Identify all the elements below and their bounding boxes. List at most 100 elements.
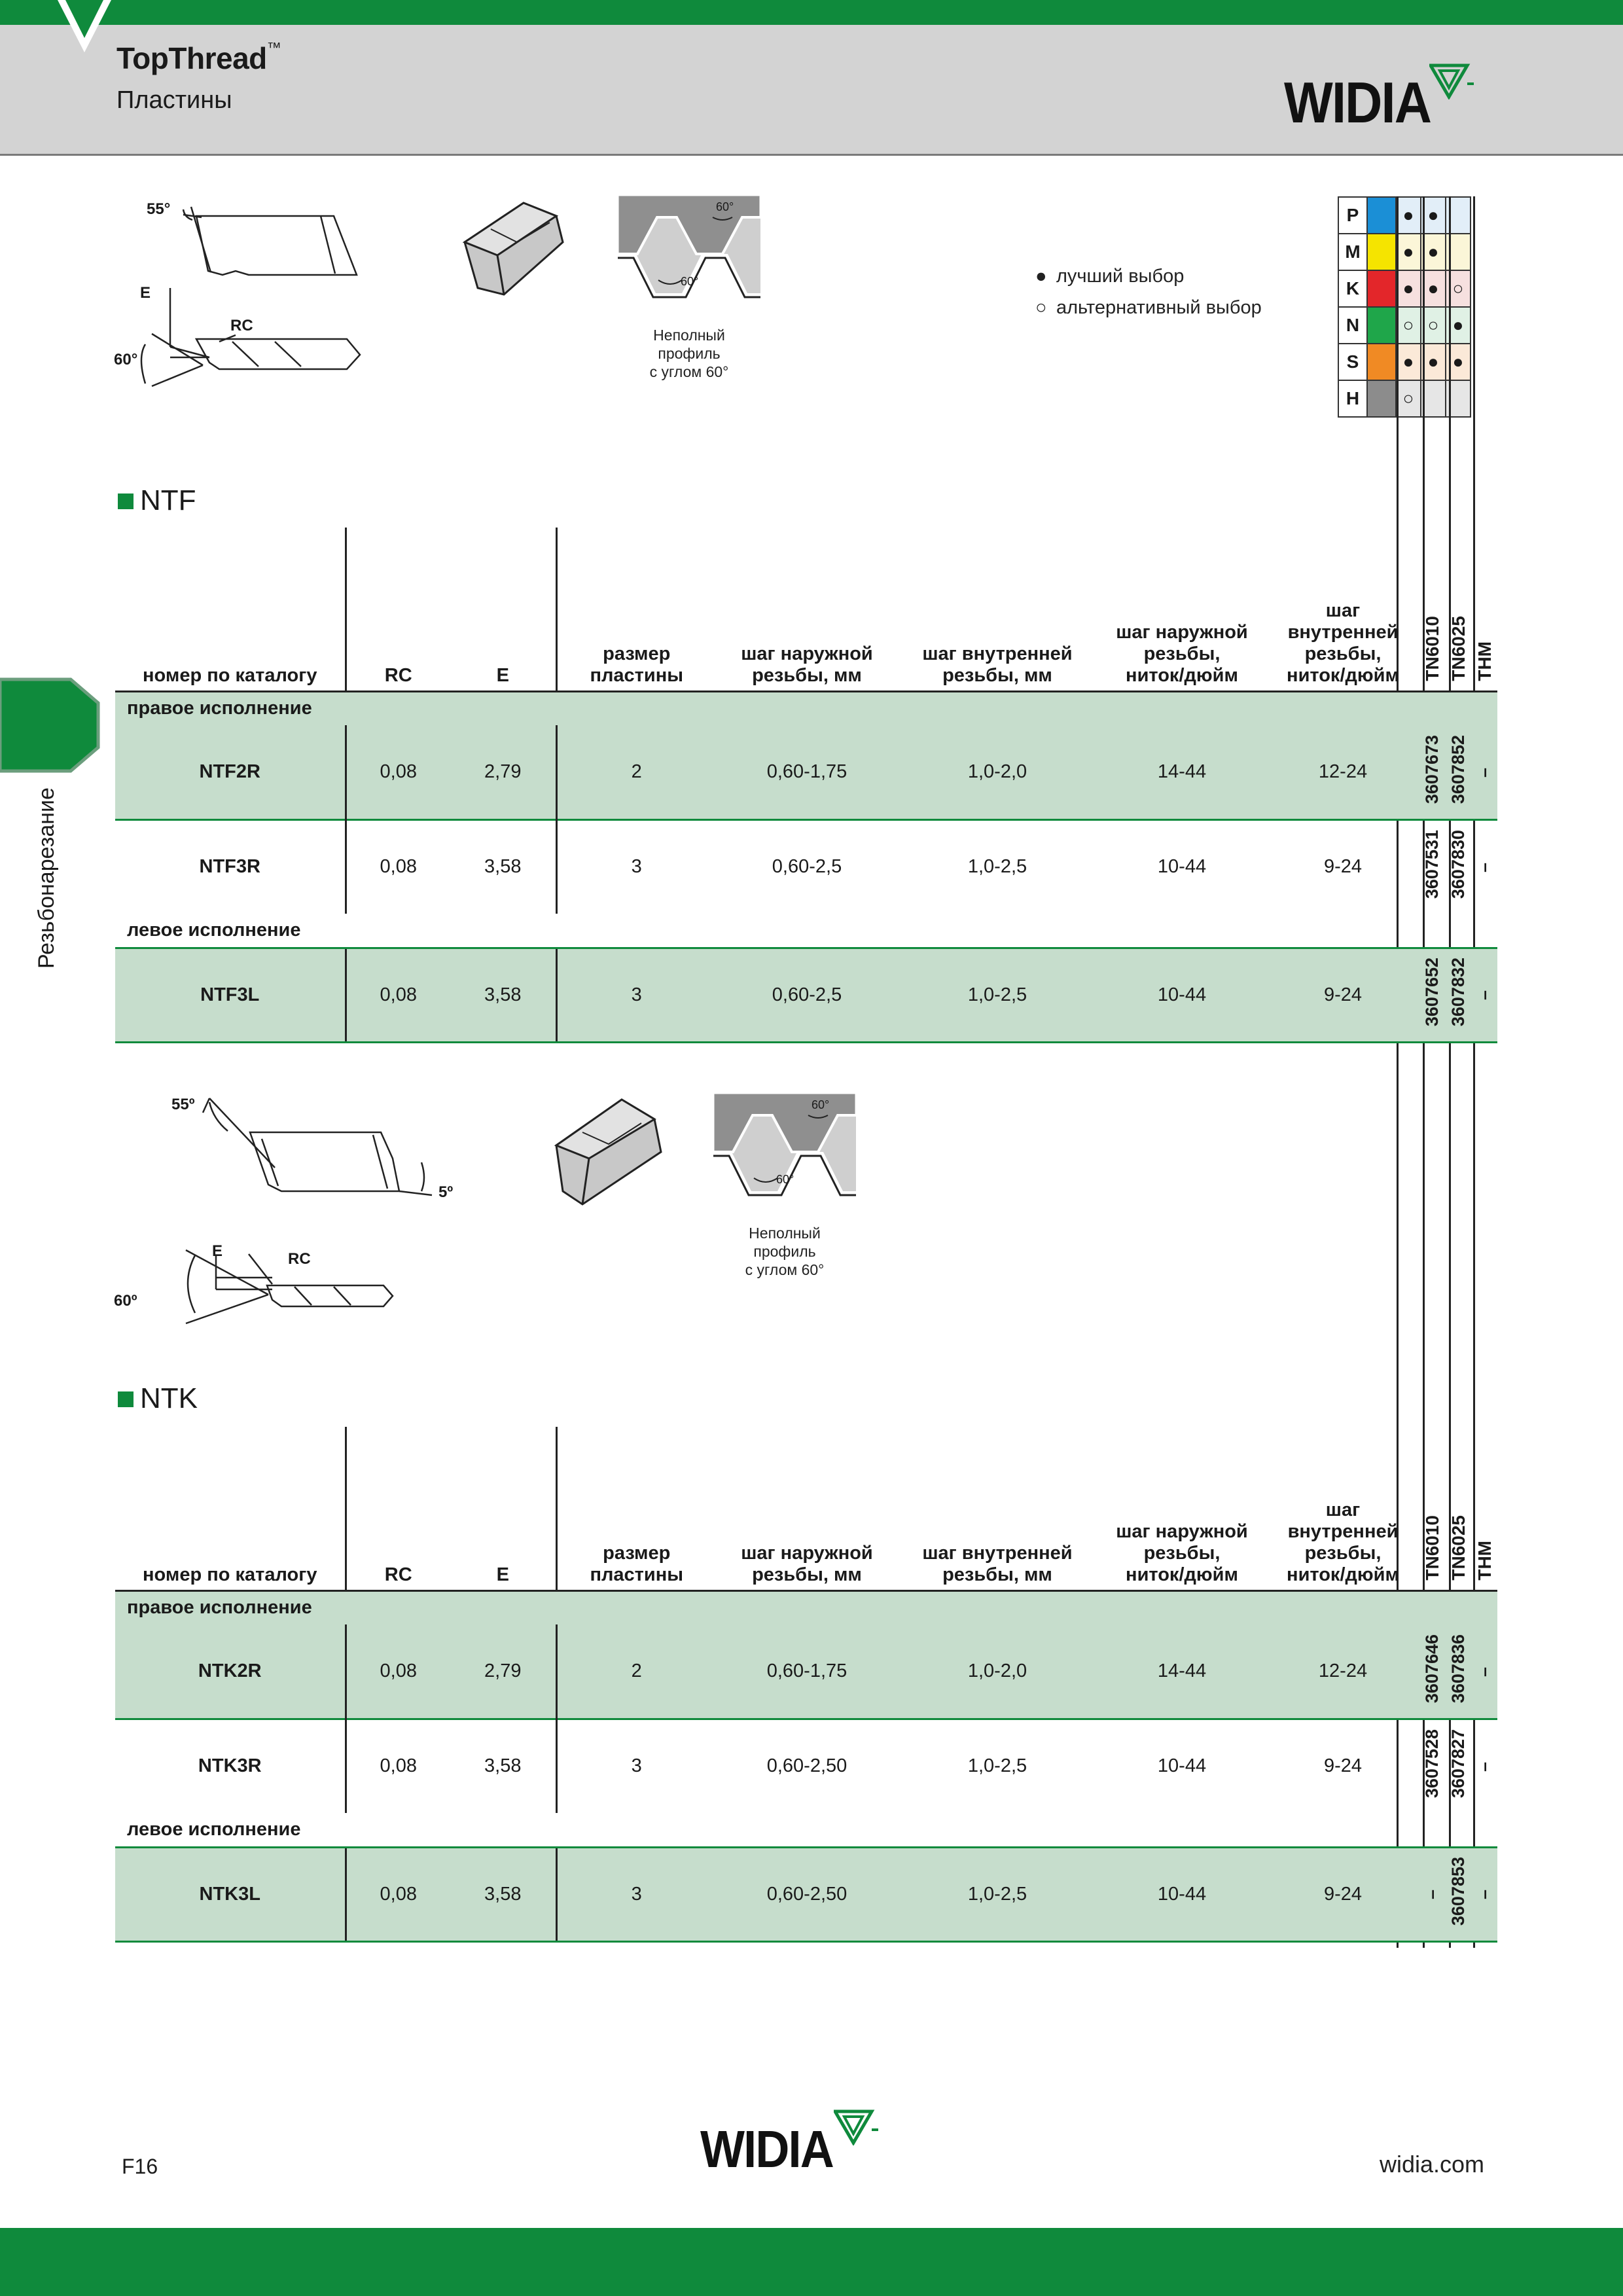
int-pitch-tpi: 9-24 [1267,1717,1419,1813]
group-label-row: левое исполнение [115,1813,1497,1847]
int-pitch-mm: 1,0-2,0 [898,1624,1097,1719]
brand-logo-footer: WIDIA [700,2109,878,2179]
catalog-number: NTF3R [115,818,346,914]
material-letter: M [1338,233,1368,271]
legend-alternative-choice: ○альтернативный выбор [1035,297,1262,318]
ntk-insert-3d-icon [554,1098,662,1206]
col-header-grade: THM [1471,528,1497,692]
material-suitability-cell: ● [1395,343,1421,381]
material-letter: N [1338,306,1368,344]
ext-pitch-tpi: 14-44 [1097,1624,1267,1719]
e-value: 3,58 [450,946,556,1043]
ext-pitch-mm: 0,60-2,5 [716,818,898,914]
int-pitch-tpi: 9-24 [1267,946,1419,1043]
ntf-angle-55-label: 55° [147,200,171,218]
group-label-row: правое исполнение [115,1590,1497,1624]
rc-value: 0,08 [344,818,450,914]
page-title: TopThread™ [116,39,281,75]
insert-size: 3 [555,1846,716,1943]
group-label-grade-spacer [1445,691,1471,725]
ntk-angle-55-label: 55º [171,1096,195,1113]
insert-size: 2 [555,725,716,819]
group-label-grade-spacer [1471,914,1497,948]
catalog-number: NTF2R [115,725,346,819]
group-label-row: левое исполнение [115,914,1497,948]
page-subtitle: Пластины [116,86,232,114]
material-suitability-cell [1420,380,1446,418]
material-row: H○ [1338,380,1471,418]
group-label-grade-spacer [1471,1813,1497,1847]
col-header-rc: RC [344,528,450,692]
ntf-insert-3d-icon [462,202,564,296]
ntk-section-marker [118,1391,134,1407]
catalog-number: NTK2R [115,1624,346,1719]
legend-best-choice: ●лучший выбор [1035,266,1185,287]
rc-value: 0,08 [344,1624,450,1719]
col-header-grade: TN6025 [1445,528,1471,692]
catalog-number: NTK3L [115,1846,346,1943]
e-value: 3,58 [450,818,556,914]
ntk-e-label: E [212,1242,223,1260]
ext-pitch-mm: 0,60-2,50 [716,1846,898,1943]
grade-order-number: 3607646 [1419,1624,1445,1719]
e-value: 3,58 [450,1846,556,1943]
grade-order-number: 3607652 [1419,946,1445,1043]
ntk-rc-label: RC [288,1250,311,1268]
e-value: 2,79 [450,1624,556,1719]
e-value: 2,79 [450,725,556,819]
int-pitch-mm: 1,0-2,5 [898,1846,1097,1943]
ntk-angle-60-label: 60º [114,1292,137,1310]
material-letter: H [1338,380,1368,418]
ntk-section-title: NTK [140,1382,198,1414]
widia-mark-icon [1429,63,1474,99]
grade-order-number: 3607531 [1419,818,1445,914]
grade-column-line-1 [1397,196,1399,1948]
col-header-grade: TN6010 [1419,528,1445,692]
material-suitability-cell: ● [1395,233,1421,271]
rc-value: 0,08 [344,946,450,1043]
rc-value: 0,08 [344,725,450,819]
ntk-thread-profile-icon [713,1093,856,1216]
grade-order-number: 3607528 [1419,1717,1445,1813]
material-color-swatch [1366,270,1397,308]
int-pitch-tpi: 12-24 [1267,1624,1419,1719]
group-label: правое исполнение [115,691,1419,725]
grade-column-line-4 [1473,196,1475,1948]
grade-order-number: 3607827 [1445,1717,1471,1813]
ntf-section-marker [118,493,134,509]
group-label: левое исполнение [127,1818,301,1840]
grade-order-number: 3607836 [1445,1624,1471,1719]
col-header-catalog: номер по каталогу [115,528,346,692]
side-tab-marker [0,677,100,773]
widia-mark-icon [834,2109,878,2145]
ntf-profile-bottom-angle: 60° [681,275,699,288]
grade-order-number: – [1471,946,1497,1043]
grade-column-line-2 [1423,196,1425,1948]
brand-logo-header: WIDIA [1284,63,1474,136]
insert-size: 2 [555,1624,716,1719]
website-link[interactable]: widia.com [1380,2151,1485,2178]
page-number: F16 [122,2155,158,2178]
grade-order-number: – [1471,1624,1497,1719]
header-notch [58,0,111,52]
col-header-e: E [450,528,556,692]
insert-size: 3 [555,818,716,914]
ntf-insert-drawing [140,206,361,387]
material-row: S●●● [1338,343,1471,381]
ext-pitch-tpi: 10-44 [1097,946,1267,1043]
